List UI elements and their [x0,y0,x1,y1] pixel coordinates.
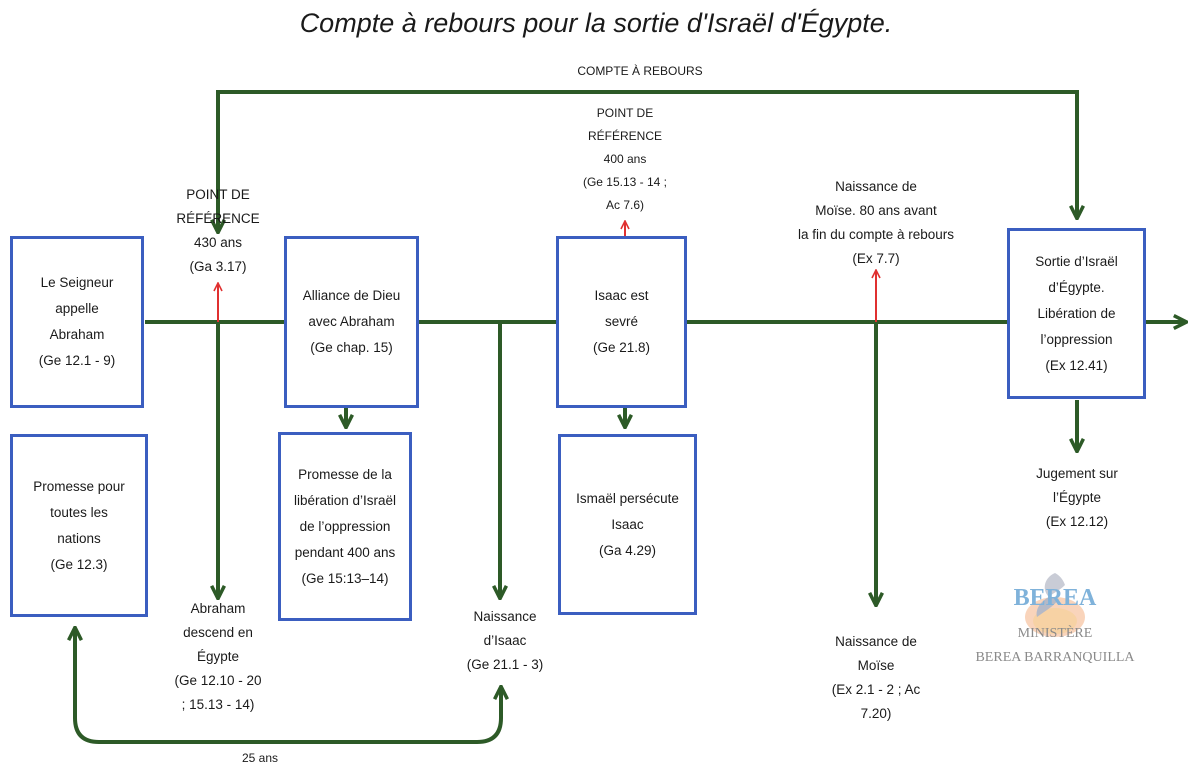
logo-line-2: MINISTÈRE [1017,626,1093,641]
logo-line-1: BEREA [1013,585,1097,611]
diagram-title: Compte à rebours pour la sortie d'Israël… [299,8,893,38]
dove-emblem-icon [1025,573,1085,637]
countdown-label: COMPTE À REBOURS [577,64,703,78]
logo-line-3: BEREA BARRANQUILLA [975,650,1135,665]
berea-logo: BEREA MINISTÈRE BEREA BARRANQUILLA [975,555,1135,680]
twenty-five-years-bracket [75,629,501,744]
label-25-years: 25 ans [241,751,279,765]
countdown-bracket [218,90,1077,231]
